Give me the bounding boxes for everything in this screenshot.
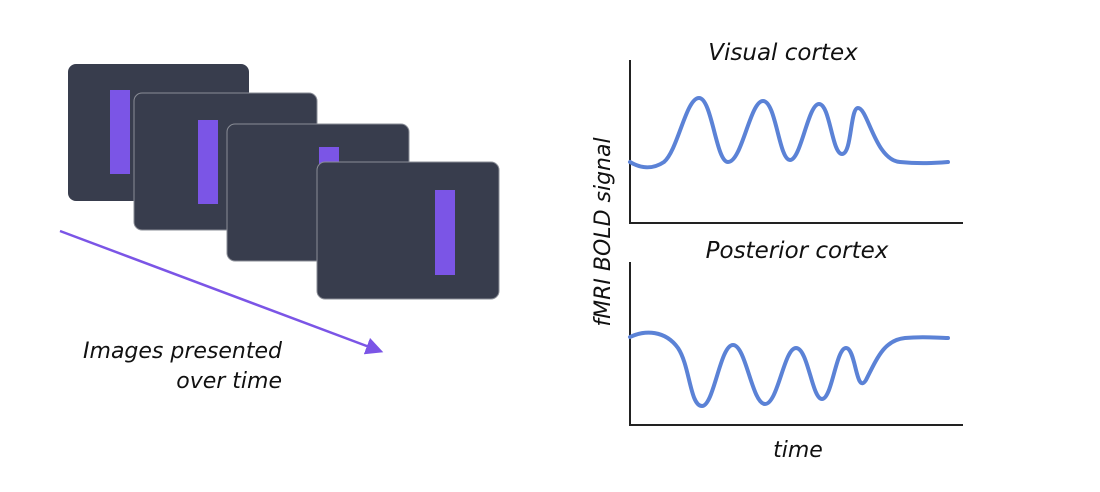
stimulus-stack (68, 64, 500, 300)
visual-cortex-axes (629, 60, 963, 224)
posterior-cortex-axes (629, 262, 963, 426)
caption-line-2: over time (176, 369, 282, 394)
time-arrow (59, 229, 384, 355)
visual-cortex-plot: Visual cortex (628, 40, 963, 224)
posterior-cortex-signal (628, 330, 950, 409)
y-axis-label: fMRI BOLD signal (591, 137, 616, 326)
stimulus-bar-4 (435, 190, 455, 275)
visual-cortex-signal (628, 95, 950, 170)
x-axis-label: time (773, 438, 823, 463)
stimulus-screen-4 (316, 161, 500, 300)
posterior-cortex-title: Posterior cortex (706, 238, 889, 264)
visual-cortex-title: Visual cortex (708, 40, 858, 66)
stimulus-bar-2 (198, 120, 218, 204)
stimulus-bar-1 (110, 90, 130, 174)
caption-line-1: Images presented (83, 339, 283, 364)
posterior-cortex-plot: Posterior cortex (628, 238, 963, 426)
